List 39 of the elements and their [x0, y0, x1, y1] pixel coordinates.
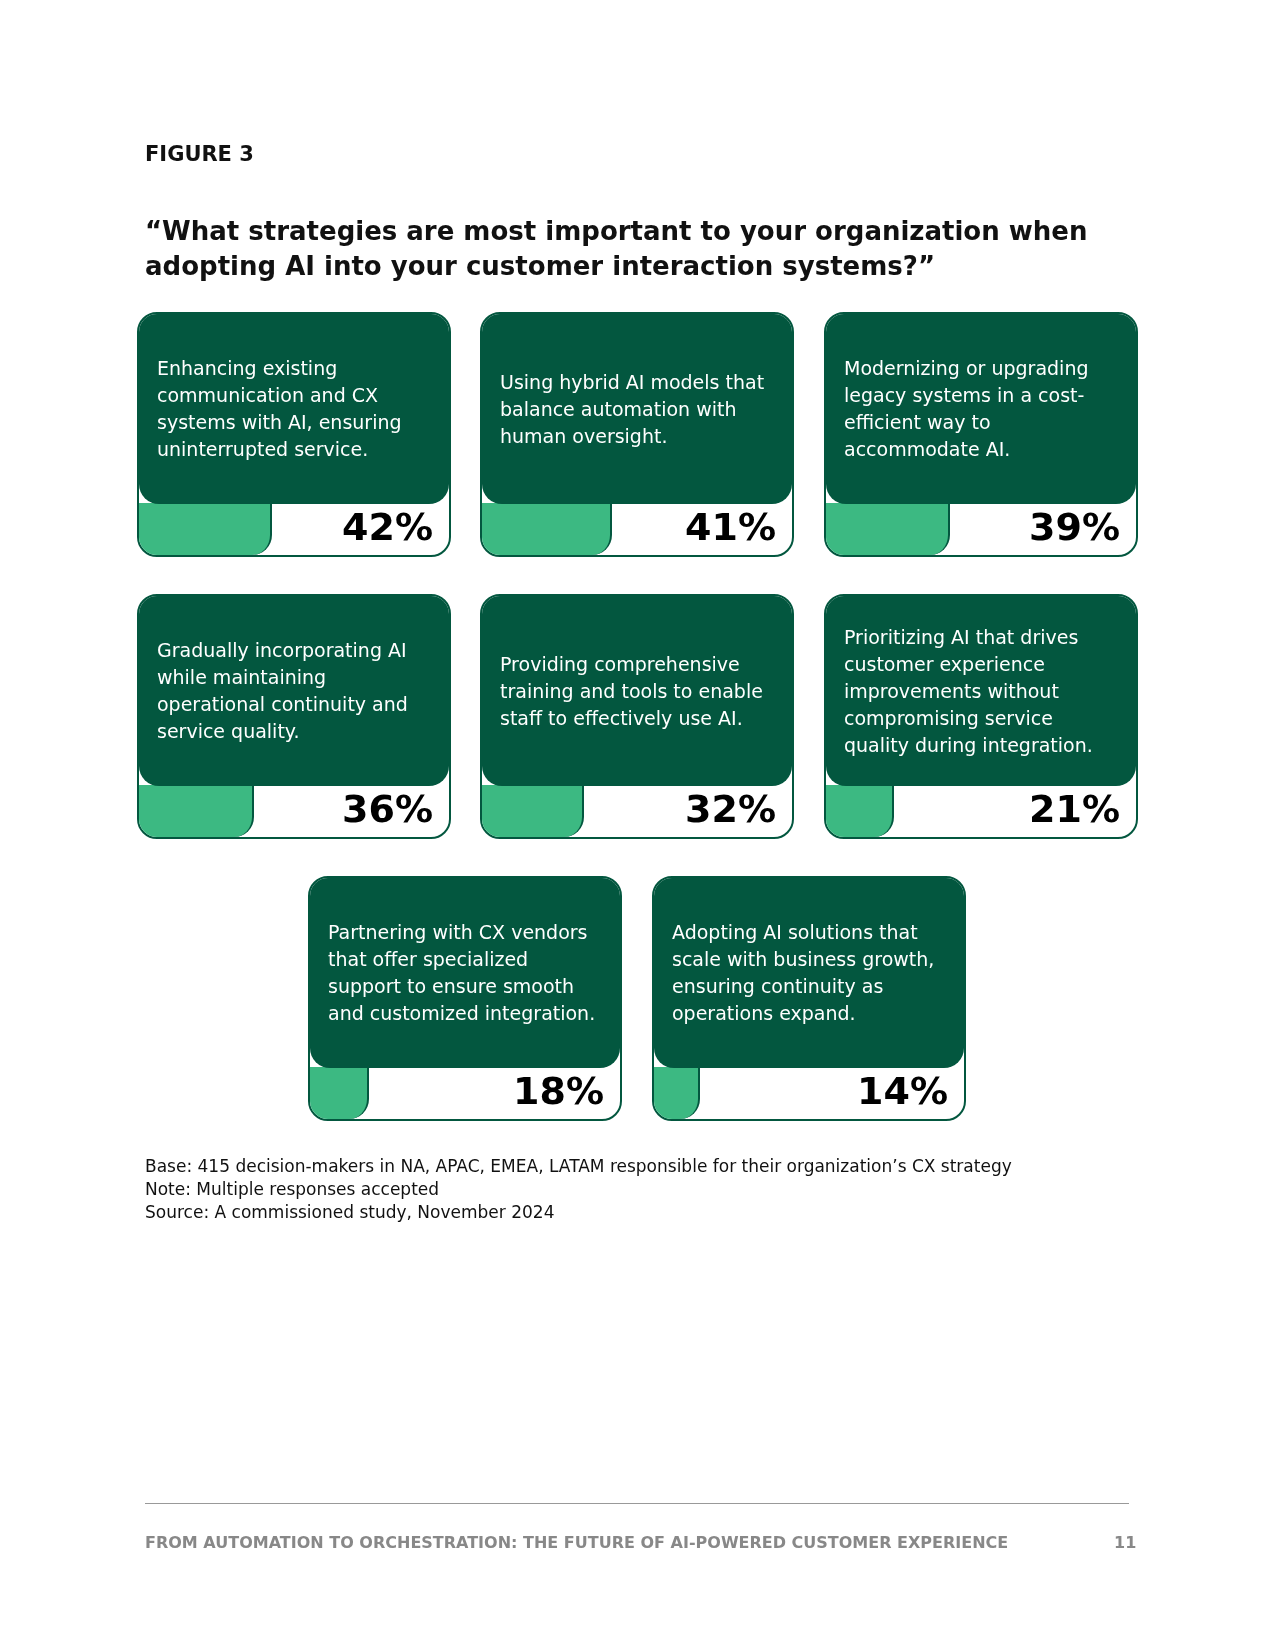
footer-text: FROM AUTOMATION TO ORCHESTRATION: THE FUTURE OF AI-POWERED CUSTOMER EXPERIENCE	[145, 1533, 1009, 1552]
result-card	[308, 876, 622, 1121]
strategy-text: Providing comprehensive training and tools to enable staff to effectively use AI.	[499, 651, 764, 731]
percentage-bar	[482, 785, 585, 837]
result-card	[137, 594, 451, 839]
percentage-bar	[654, 1067, 701, 1119]
strategy-text: Gradually incorporating AI while maintaining operational continuity and service quality.	[156, 638, 409, 744]
percentage-bar	[826, 785, 895, 837]
strategy-text: Using hybrid AI models that balance automation with human oversight.	[499, 369, 766, 449]
percentage-value: 21%	[1029, 787, 1120, 831]
strategy-text: Enhancing existing communication and CX systems with AI, ensuring uninterrupted service.	[156, 356, 403, 462]
figure-title: “What strategies are most important to your organization when adopting AI into your customer interaction systems?”	[145, 215, 1089, 283]
footnote: Source: A commissioned study, November 2024	[145, 1202, 555, 1222]
percentage-value: 39%	[1029, 505, 1120, 549]
percentage-bar	[826, 503, 950, 555]
result-card	[480, 312, 794, 557]
strategy-text: Modernizing or upgrading legacy systems in a cost-efficient way to accommodate AI.	[843, 356, 1090, 462]
percentage-bar	[310, 1067, 369, 1119]
percentage-bar	[139, 785, 254, 837]
percentage-value: 14%	[857, 1069, 948, 1113]
result-card	[137, 312, 451, 557]
percentage-bar	[139, 503, 273, 555]
percentage-value: 36%	[342, 787, 433, 831]
result-card	[824, 594, 1138, 839]
page-number: 11	[1114, 1533, 1137, 1552]
percentage-value: 41%	[685, 505, 776, 549]
strategy-text: Adopting AI solutions that scale with business growth, ensuring continuity as operations expand.	[671, 920, 936, 1026]
footnote: Note: Multiple responses accepted	[145, 1179, 440, 1199]
percentage-value: 42%	[342, 505, 433, 549]
footnote: Base: 415 decision-makers in NA, APAC, EMEA, LATAM responsible for their organization’s CX strategy	[145, 1156, 1012, 1176]
result-card	[824, 312, 1138, 557]
figure-number: FIGURE 3	[145, 142, 254, 166]
percentage-value: 32%	[685, 787, 776, 831]
strategy-text: Partnering with CX vendors that offer specialized support to ensure smooth and customized integration.	[327, 920, 597, 1026]
result-card	[652, 876, 966, 1121]
strategy-text: Prioritizing AI that drives customer experience improvements without compromising service quality during integration.	[843, 624, 1094, 758]
percentage-value: 18%	[513, 1069, 604, 1113]
result-card	[480, 594, 794, 839]
percentage-bar	[482, 503, 613, 555]
